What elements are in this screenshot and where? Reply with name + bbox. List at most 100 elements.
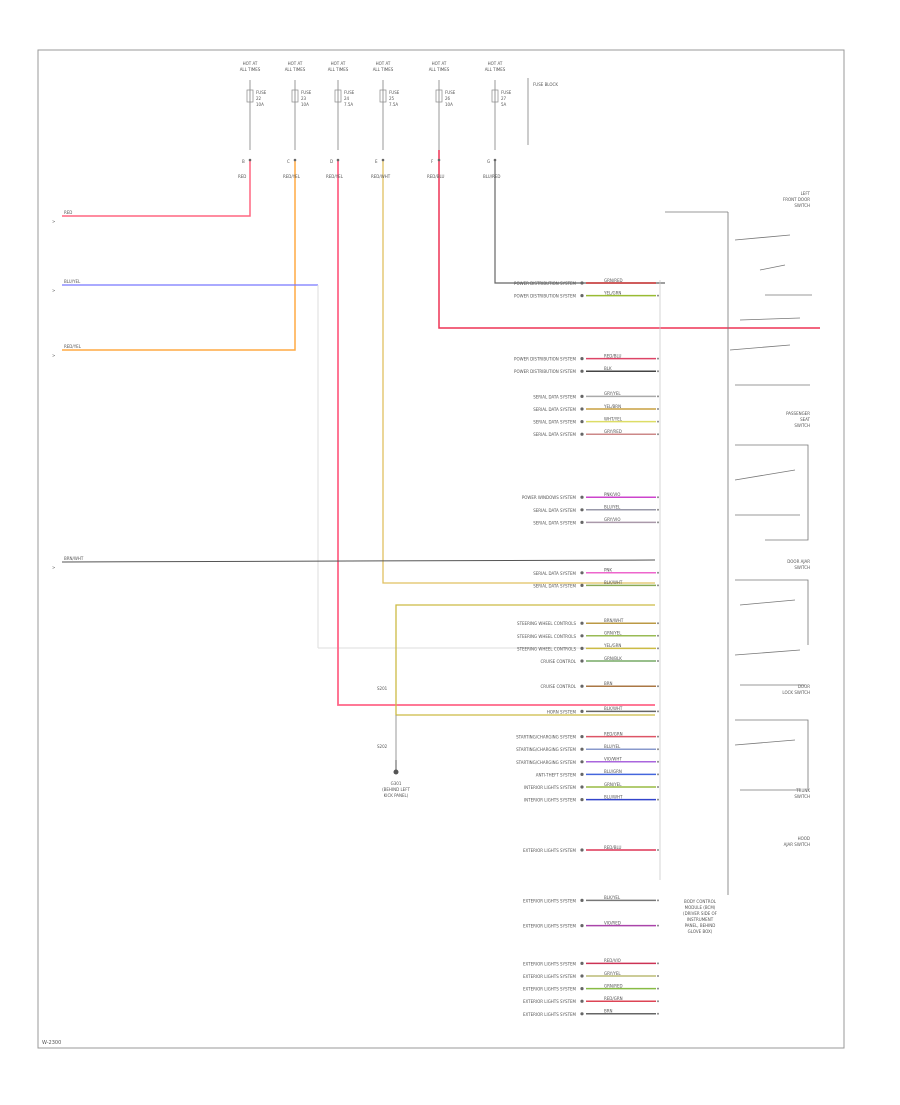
fuse-hot-label: ALL TIMES — [240, 67, 261, 72]
fuse-hot-label: HOT AT — [243, 61, 258, 66]
component-label-line: LEFT — [801, 191, 811, 196]
connector-pin — [580, 999, 584, 1003]
page-code: W-2300 — [42, 1040, 61, 1046]
pin-wire-color: YEL/BRN — [603, 404, 621, 409]
left-wire-label: RED — [64, 210, 72, 215]
fuse-hot-label: ALL TIMES — [328, 67, 349, 72]
splice-label: S202 — [377, 744, 388, 749]
switch-group — [665, 211, 812, 791]
pin-wire-color: RED/BLU — [604, 353, 622, 358]
connector-pin — [580, 394, 584, 398]
ground-label-line: KICK PANEL) — [384, 793, 409, 798]
connector-pin — [580, 495, 584, 499]
pin-wire-color: GRN/RED — [604, 983, 623, 988]
module-pin — [657, 924, 659, 927]
pin-wire-color: GRY/YEL — [604, 391, 621, 396]
pin-wire-color: RED/GRN — [604, 996, 623, 1001]
connector-pin — [493, 158, 497, 162]
connector-pin — [580, 961, 584, 966]
module-pin — [657, 395, 659, 398]
module-pin — [657, 282, 659, 284]
wire-color-text: BLU/RED — [483, 174, 500, 179]
fuse-hot-label: ALL TIMES — [429, 67, 450, 72]
left-wire-label: BLU/YEL — [64, 279, 81, 284]
module-pin — [657, 748, 659, 751]
module-pin — [657, 975, 659, 977]
module-pin — [657, 496, 659, 499]
ground-label-line: (BEHIND LEFT — [382, 787, 410, 792]
connector-pin — [580, 407, 584, 411]
connector-pin — [580, 684, 584, 688]
pin-wire-color: GRY/VIO — [604, 517, 620, 522]
module-pin — [657, 849, 659, 851]
module-pin — [657, 773, 659, 776]
harness-wires — [61, 78, 820, 895]
pin-wire-color: BRN/WHT — [604, 618, 624, 623]
pin-number: F — [431, 159, 434, 164]
connector-pin — [580, 281, 584, 285]
connector-pin — [336, 158, 340, 162]
module-pin — [657, 710, 659, 713]
component-label-line: AJAR SWITCH — [784, 842, 810, 847]
ground-label-line: G301 — [391, 781, 402, 786]
pin-description: STARTING/CHARGING SYSTEM — [516, 760, 576, 765]
pin-description: EXTERIOR LIGHTS SYSTEM — [523, 1012, 577, 1017]
pin-description: POWER DISTRIBUTION SYSTEM — [514, 281, 576, 286]
module-pin — [657, 420, 659, 423]
pin-description: POWER DISTRIBUTION SYSTEM — [514, 357, 576, 362]
fuse-label: FUSE — [445, 90, 456, 95]
fuse-label: FUSE — [344, 90, 355, 95]
module-pin — [657, 1000, 659, 1003]
pin-wire-color: PNK/VIO — [604, 492, 620, 497]
pin-description: EXTERIOR LIGHTS SYSTEM — [523, 974, 577, 979]
pin-wire-color: GRN/YEL — [604, 782, 622, 787]
module-pin — [657, 584, 659, 587]
left-wire-label: BRN/WHT — [64, 556, 84, 561]
wire-color-text: RED — [238, 174, 246, 179]
pin-description: STEERING WHEEL CONTROLS — [517, 634, 576, 639]
connector-pin — [580, 634, 584, 638]
pin-wire-color: BLK/YEL — [604, 895, 621, 900]
arrow-icon: > — [52, 219, 55, 224]
connector-pin — [580, 760, 584, 764]
connector-pin — [580, 974, 584, 978]
module-pin — [657, 571, 659, 574]
module-label-line: GLOVE BOX) — [688, 929, 713, 934]
connector-pin — [580, 1012, 584, 1016]
module-label-line: MODULE (BCM) — [685, 905, 716, 910]
ground-symbol — [393, 760, 399, 775]
component-label-line: FRONT DOOR — [783, 197, 810, 202]
fuse-label: FUSE — [501, 90, 512, 95]
module-label-line: INSTRUMENT — [687, 917, 714, 922]
fuse-label: FUSE — [256, 90, 267, 95]
fuse-label: FUSE — [301, 90, 312, 95]
connector-pin — [580, 294, 584, 298]
component-label-line: PASSENGER — [786, 411, 810, 416]
pin-number: C — [287, 159, 290, 164]
pin-description: POWER WINDOWS SYSTEM — [522, 495, 577, 500]
module-pin — [657, 508, 659, 511]
left-connection: >BLU/YEL — [52, 279, 81, 293]
connector-pin — [580, 798, 584, 802]
fuse-hot-label: ALL TIMES — [285, 67, 306, 72]
connector-pin — [248, 158, 252, 162]
connector-pin — [381, 158, 385, 162]
